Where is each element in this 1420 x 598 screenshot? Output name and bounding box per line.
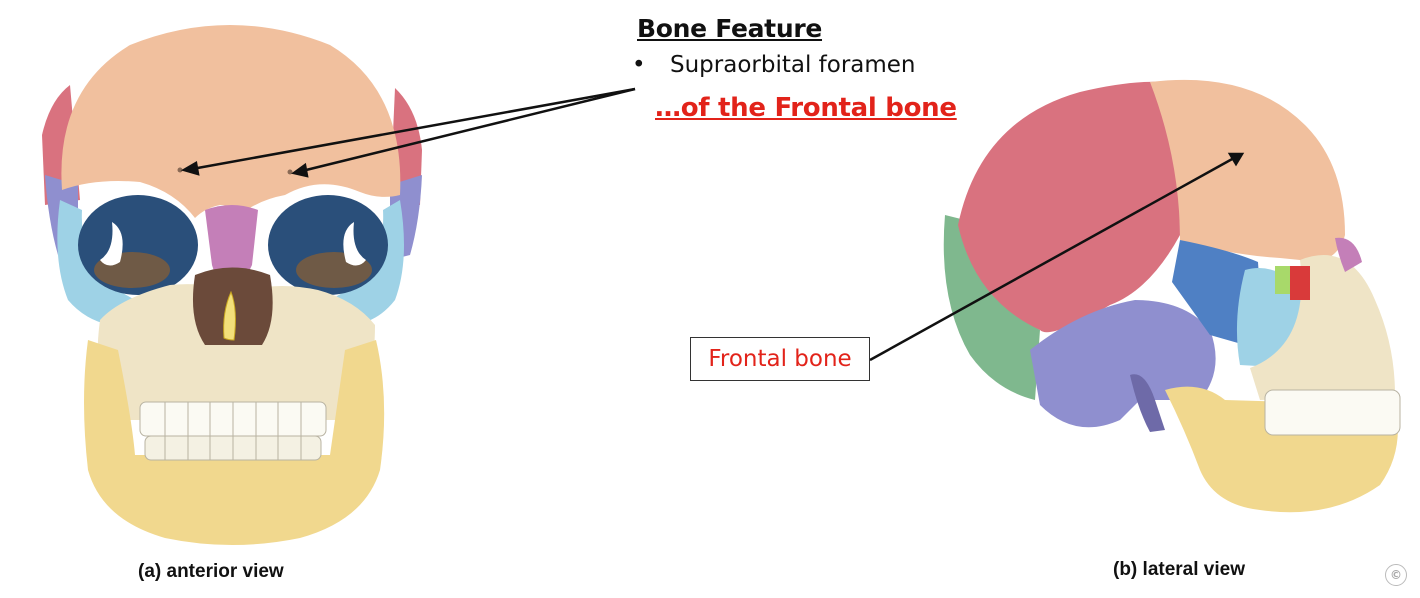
anterior-skull bbox=[42, 25, 422, 545]
supraorbital-foramen-left bbox=[177, 167, 183, 173]
leader-lines bbox=[180, 87, 1245, 362]
mastoid-process bbox=[1130, 374, 1165, 432]
lateral-view-caption: (b) lateral view bbox=[1113, 559, 1245, 580]
nasal-septum bbox=[223, 290, 236, 341]
occipital-bone-lateral bbox=[943, 215, 1040, 400]
lateral-skull bbox=[943, 79, 1401, 513]
anterior-view-caption: (a) anterior view bbox=[138, 561, 284, 582]
frontal-bone-label: Frontal bone bbox=[690, 337, 870, 381]
frontal-bone-anterior bbox=[61, 25, 401, 218]
bullet-glyph: • bbox=[632, 52, 646, 78]
orbit-fissure-right bbox=[343, 222, 366, 266]
leader-line-right-foramen bbox=[301, 87, 636, 173]
bone-subtitle: …of the Frontal bone bbox=[655, 93, 957, 123]
ethmoid-bone-lateral bbox=[1275, 266, 1290, 294]
lacrimal-bone-lateral bbox=[1290, 266, 1310, 300]
orbit-fissure-left bbox=[100, 222, 123, 266]
arrowhead-right-foramen bbox=[291, 162, 309, 178]
maxilla-bone bbox=[97, 284, 376, 420]
feature-item-text: Supraorbital foramen bbox=[670, 52, 916, 78]
feature-heading: Bone Feature bbox=[637, 14, 823, 43]
arrowhead-frontal-bone bbox=[1227, 152, 1245, 167]
sphenoid-bone-lateral bbox=[1172, 240, 1259, 345]
parietal-bone-lateral bbox=[958, 81, 1180, 333]
nasal-bone-lateral bbox=[1335, 237, 1362, 272]
zygomatic-bone-left bbox=[57, 200, 136, 325]
arrowhead-left-foramen bbox=[180, 161, 200, 176]
mandible-bone bbox=[84, 340, 385, 545]
teeth-lateral bbox=[1264, 389, 1401, 436]
leader-line-frontal-bone bbox=[869, 156, 1235, 362]
supraorbital-foramen-right bbox=[287, 169, 293, 175]
copyright-icon: © bbox=[1385, 564, 1407, 586]
frontal-bone-lateral bbox=[1150, 79, 1345, 263]
feature-bullet-item: • Supraorbital foramen bbox=[632, 52, 916, 78]
leader-line-left-foramen bbox=[191, 87, 636, 171]
maxilla-bone-lateral bbox=[1250, 255, 1395, 400]
